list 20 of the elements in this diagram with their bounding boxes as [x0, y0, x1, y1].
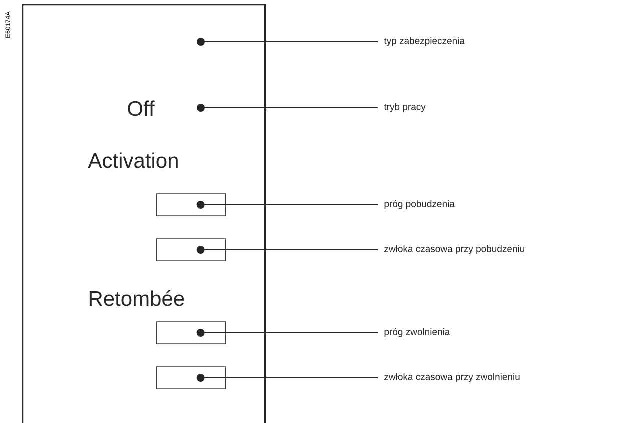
- display-text: Off: [128, 100, 155, 116]
- leader-line: [196, 201, 378, 209]
- leader-line: [196, 329, 378, 337]
- callout-label: próg zwolnienia: [384, 328, 450, 338]
- callout-label: zwłoka czasowa przy pobudzeniu: [384, 245, 525, 254]
- display-panel: [22, 4, 266, 423]
- callout-label: typ zabezpieczenia: [384, 37, 465, 46]
- leader-line: [196, 374, 378, 382]
- leader-line: [196, 246, 378, 254]
- setting-box: [156, 366, 226, 390]
- leader-line: [197, 38, 378, 46]
- leader-line: [197, 104, 378, 112]
- setting-box: [156, 322, 226, 344]
- display-text: Retombée: [90, 290, 184, 306]
- setting-box: [156, 238, 226, 262]
- callout-label: próg pobudzenia: [384, 200, 455, 210]
- callout-label: tryb pracy: [384, 103, 426, 112]
- display-text: Activation: [88, 152, 178, 168]
- callout-label: zwłoka czasowa przy zwolnieniu: [384, 373, 520, 382]
- setting-box: [156, 194, 226, 216]
